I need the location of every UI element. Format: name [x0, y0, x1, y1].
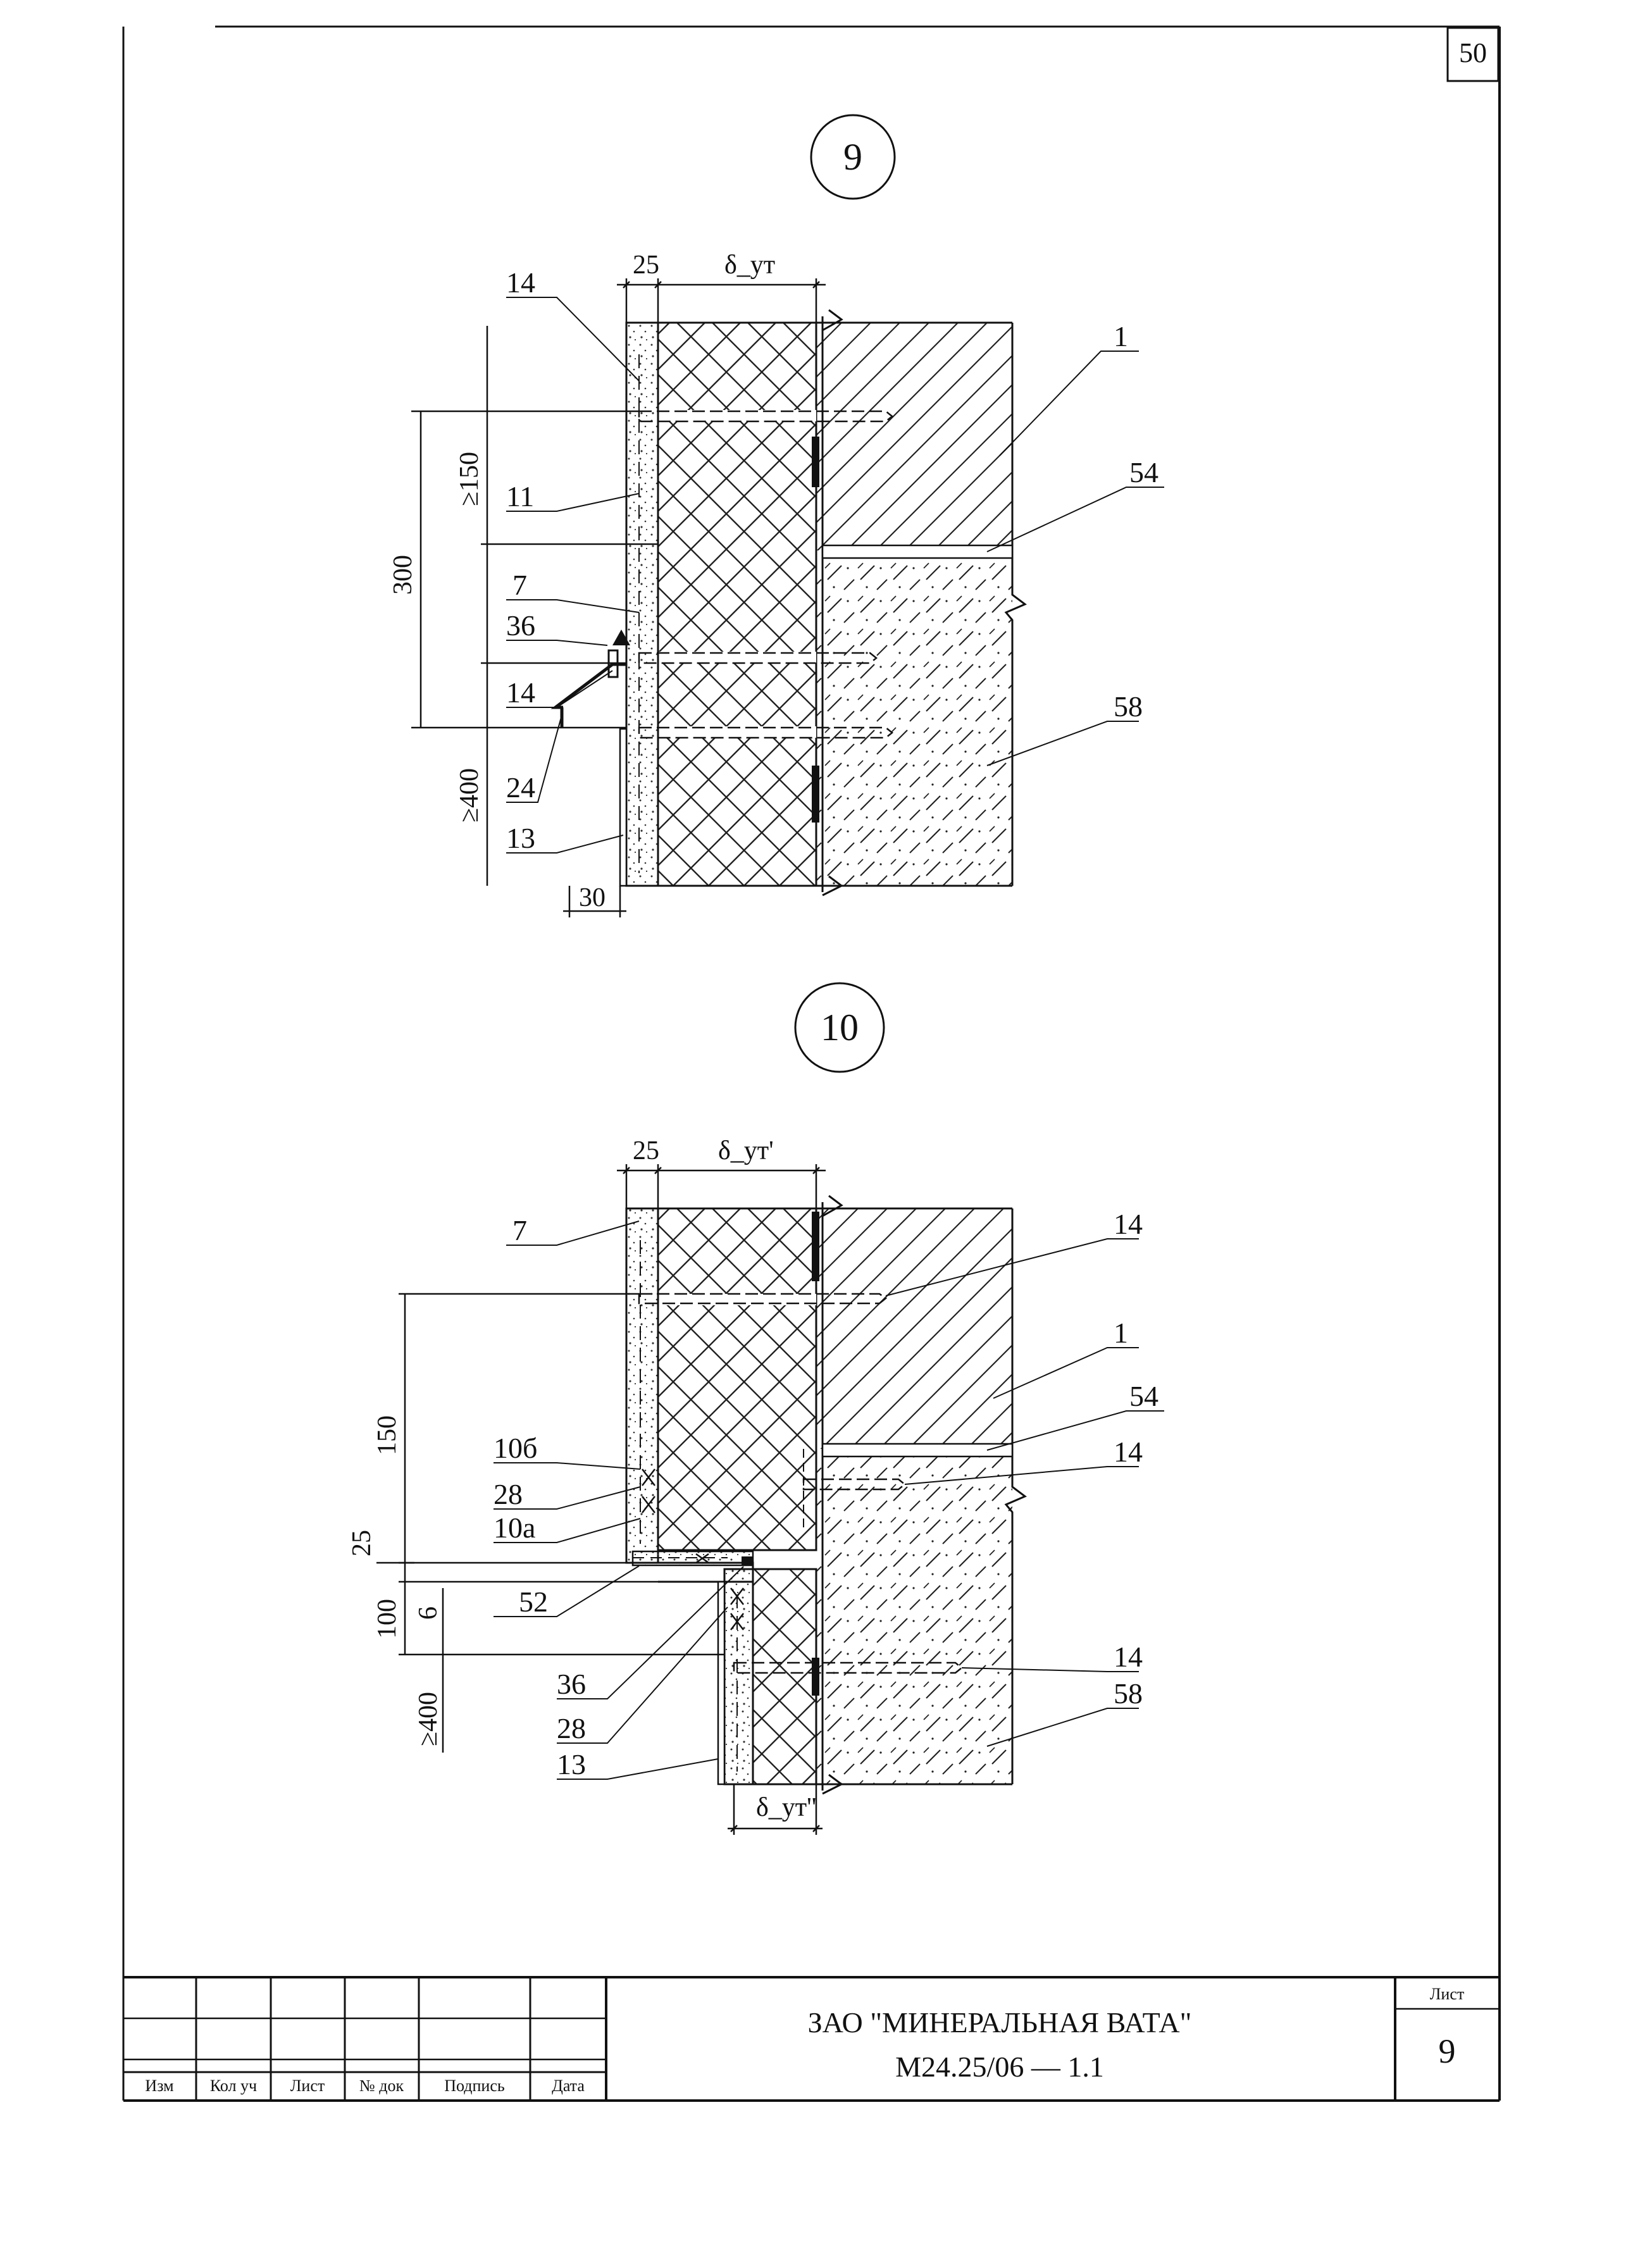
detail-10-dim-6: 6 [414, 1606, 443, 1620]
detail-10-label-10a: 10а [494, 1512, 535, 1544]
detail-10-label-54: 54 [1129, 1380, 1158, 1412]
tb-header-podpis: Подпись [444, 2077, 505, 2095]
tb-header-izm: Изм [145, 2077, 173, 2095]
detail-9-label-13: 13 [506, 822, 535, 854]
detail-10-brick-wall [816, 1208, 1012, 1449]
detail-10-label-13: 13 [557, 1748, 586, 1780]
tb-sheet-label: Лист [1430, 1985, 1464, 2003]
detail-9-dim-delta: δ_ут [724, 251, 775, 280]
detail-10-label-14b: 14 [1114, 1436, 1143, 1468]
detail-10-label-28b: 28 [557, 1712, 586, 1744]
detail-10-dowels [638, 1293, 964, 1674]
detail-10-label-36: 36 [557, 1668, 586, 1700]
detail-9-dim-25: 25 [633, 251, 659, 280]
detail-10-dim-150: 150 [373, 1415, 402, 1455]
tb-code: М24.25/06 — 1.1 [895, 2051, 1104, 2083]
detail-10-label-10b: 10б [494, 1432, 537, 1464]
detail-9-insulation [657, 321, 817, 887]
detail-9-dim-150: ≥150 [455, 452, 484, 506]
detail-9-label-1: 1 [1114, 320, 1128, 352]
detail-9-concrete-wall [816, 557, 1012, 886]
detail-9-marker-circle [810, 114, 896, 200]
detail-9-brick-wall [816, 323, 1012, 550]
detail-10-dim-25-top: 25 [633, 1136, 659, 1165]
detail-10-dim-delta: δ_ут' [718, 1136, 774, 1165]
detail-9-dowels [638, 410, 894, 739]
detail-10-label-52: 52 [519, 1586, 548, 1618]
tb-header-list: Лист [290, 2077, 325, 2095]
sheet-frame [122, 25, 1501, 2102]
detail-9-label-54: 54 [1129, 456, 1158, 488]
detail-10-dim-delta-bottom: δ_ут'' [756, 1793, 816, 1822]
detail-10-label-14c: 14 [1114, 1641, 1143, 1673]
detail-10-dim-400: ≥400 [414, 1692, 443, 1746]
detail-9-dim-300: 300 [388, 555, 418, 595]
detail-10-dim-100: 100 [373, 1599, 402, 1639]
detail-10-marker: 10 [821, 1007, 859, 1048]
tb-header-nom-dok: № док [359, 2077, 404, 2095]
detail-10-lower-plaster [723, 1568, 754, 1785]
detail-9-plaster-layer [625, 321, 659, 887]
detail-10: 10 [347, 982, 1164, 1835]
detail-9-label-7: 7 [512, 569, 527, 601]
detail-9-marker: 9 [843, 136, 862, 178]
detail-9-label-58: 58 [1114, 690, 1143, 723]
detail-10-label-14a: 14 [1114, 1208, 1143, 1240]
tb-header-kol-uch: Кол уч [210, 2077, 257, 2095]
tb-header-data: Дата [552, 2077, 585, 2095]
detail-9-label-14a: 14 [506, 266, 535, 299]
detail-9-label-14b: 14 [506, 676, 535, 709]
tb-sheet-number: 9 [1439, 2032, 1456, 2070]
detail-10-upper-insulation [657, 1207, 817, 1551]
detail-9-label-24: 24 [506, 771, 535, 804]
detail-9-dim-30: 30 [579, 883, 606, 912]
detail-9-label-36: 36 [506, 609, 535, 642]
detail-10-label-7: 7 [512, 1214, 527, 1246]
tb-company: ЗАО "МИНЕРАЛЬНАЯ ВАТА" [808, 2006, 1192, 2039]
detail-10-marker-circle [794, 982, 885, 1073]
detail-10-lower-insulation [752, 1568, 817, 1785]
detail-10-concrete-wall [816, 1455, 1012, 1784]
detail-10-label-28a: 28 [494, 1478, 523, 1510]
detail-10-dim-25: 25 [347, 1530, 376, 1556]
detail-10-label-58: 58 [1114, 1677, 1143, 1710]
page-number: 50 [1459, 37, 1487, 68]
detail-10-label-1: 1 [1114, 1317, 1128, 1349]
title-block [123, 1976, 1500, 2101]
detail-9-dim-400: ≥400 [455, 768, 484, 823]
detail-9-label-11: 11 [506, 480, 534, 512]
detail-9: 9 [388, 114, 1164, 917]
